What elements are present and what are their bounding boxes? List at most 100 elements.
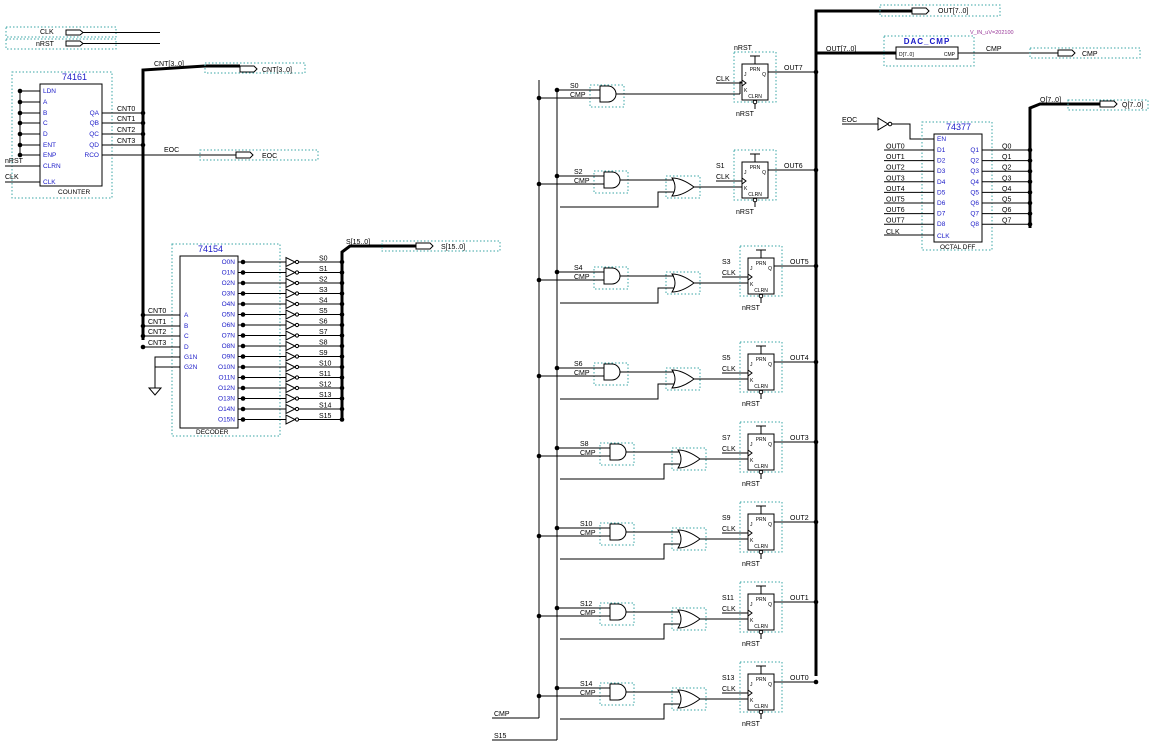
ff-k-pin: K xyxy=(744,186,748,192)
and-gate xyxy=(609,603,627,621)
counter-pin-clk: CLK xyxy=(43,179,56,186)
cmp-input-label: CMP xyxy=(494,711,510,718)
junction-dot xyxy=(140,323,146,329)
stage-nrst-label: nRST xyxy=(742,561,761,568)
stage-clk-label: CLK xyxy=(722,526,736,533)
latch-in-out2: OUT2 xyxy=(886,165,905,172)
q-bus-wire xyxy=(1028,102,1100,228)
dac-cmp-block[interactable]: DAC_CMP D[7..0] CMP xyxy=(883,35,975,67)
counter-pin-c: C xyxy=(43,120,48,127)
inverter-gate xyxy=(285,340,297,352)
counter-pin-qb: QB xyxy=(90,120,99,127)
or-gate xyxy=(677,609,701,629)
counter-pin-d: D xyxy=(43,131,48,138)
decoder-caption: DECODER xyxy=(196,429,229,436)
latch-out-q2: Q2 xyxy=(1002,165,1011,172)
ff-k-pin: K xyxy=(750,698,754,704)
or-gate xyxy=(677,689,701,709)
inverter-gate xyxy=(285,382,297,394)
latch-pin-q7: Q7 xyxy=(970,211,979,218)
stage-cmp-label: CMP xyxy=(580,450,596,457)
latch-pin-d6: D6 xyxy=(937,200,946,207)
junction-dot xyxy=(240,259,246,265)
junction-dot xyxy=(240,270,246,275)
junction-dot xyxy=(240,417,246,422)
decoder-pin-o8n: O8N xyxy=(222,343,236,350)
ff-clrn-pin: CLRN xyxy=(754,288,768,294)
counter-pin-enp: ENP xyxy=(43,152,56,159)
latch-pin-d3: D3 xyxy=(937,168,946,175)
decoder-net-s15: S15 xyxy=(319,413,332,420)
eoc-net-label: EOC xyxy=(164,147,179,154)
stage-out-label: OUT5 xyxy=(790,259,809,266)
stage-sj-label: S11 xyxy=(722,595,734,602)
inverter-gate xyxy=(285,256,297,268)
and-gate xyxy=(603,363,621,381)
latch-in-out1: OUT1 xyxy=(886,154,905,161)
dac-param: V_IN_uV=202100 xyxy=(970,30,1014,36)
inverter-gate xyxy=(285,330,297,341)
ff-j-pin: J xyxy=(750,522,753,528)
inverter-gate xyxy=(285,393,297,404)
inverter-gate xyxy=(285,403,297,415)
stage-nrst-label: nRST xyxy=(742,721,761,728)
inverter-gate xyxy=(285,361,297,373)
junction-dot xyxy=(536,533,542,539)
junction-dot xyxy=(554,685,560,691)
stage-s-in-label: S6 xyxy=(574,361,583,368)
latch-pin-q5: Q5 xyxy=(970,189,979,196)
stage-cmp-label: CMP xyxy=(580,530,596,537)
stage-s-in-label: S10 xyxy=(580,521,593,528)
junction-dot xyxy=(240,406,246,412)
clk-input-port[interactable]: CLK xyxy=(5,26,160,38)
latch-pin-q2: Q2 xyxy=(970,158,979,165)
stage-sj-label: S7 xyxy=(722,435,731,442)
stage-s-in-label: S14 xyxy=(580,681,593,688)
stage-nrst-label: nRST xyxy=(742,641,761,648)
ff-j-pin: J xyxy=(744,72,747,78)
junction-dot xyxy=(554,269,560,275)
ff-j-pin: J xyxy=(750,682,753,688)
junction-dot xyxy=(240,364,246,370)
latch-pin-q1: Q1 xyxy=(970,147,979,154)
counter-pin-ent: ENT xyxy=(43,142,56,149)
latch-pin-d2: D2 xyxy=(937,158,946,165)
eoc-port-label: EOC xyxy=(262,153,277,160)
latch-in-out6: OUT6 xyxy=(886,207,905,214)
decoder-net-s3: S3 xyxy=(319,287,328,294)
ff-q-pin: Q xyxy=(768,442,772,448)
dac-bus-label: OUT[7..0] xyxy=(826,46,856,53)
junction-dot xyxy=(536,453,542,459)
decoder-pin-o10n: O10N xyxy=(218,364,235,371)
junction-dot xyxy=(554,445,560,451)
stage-out-label: OUT7 xyxy=(784,65,803,72)
stage-s-in-label: S4 xyxy=(574,265,583,272)
latch-out-q7: Q7 xyxy=(1002,218,1011,225)
junction-dot xyxy=(536,693,542,699)
decoder-pin-o9n: O9N xyxy=(222,354,236,361)
stage-sj-label: S1 xyxy=(716,163,725,170)
decoder-net-s2: S2 xyxy=(319,277,328,284)
decoder-net-s14: S14 xyxy=(319,403,332,410)
nrst-input-port[interactable]: nRST xyxy=(5,38,160,50)
latch-pin-d8: D8 xyxy=(937,221,946,228)
latch-caption: OCTAL DFF xyxy=(940,244,975,251)
ff-clrn-pin: CLRN xyxy=(754,464,768,470)
decoder-pin-o11n: O11N xyxy=(219,375,236,382)
decoder-net-s6: S6 xyxy=(319,319,328,326)
ff-prn-pin: PRN xyxy=(750,67,761,73)
ff-q-pin: Q xyxy=(762,170,766,176)
stage-clk-label: CLK xyxy=(722,270,736,277)
